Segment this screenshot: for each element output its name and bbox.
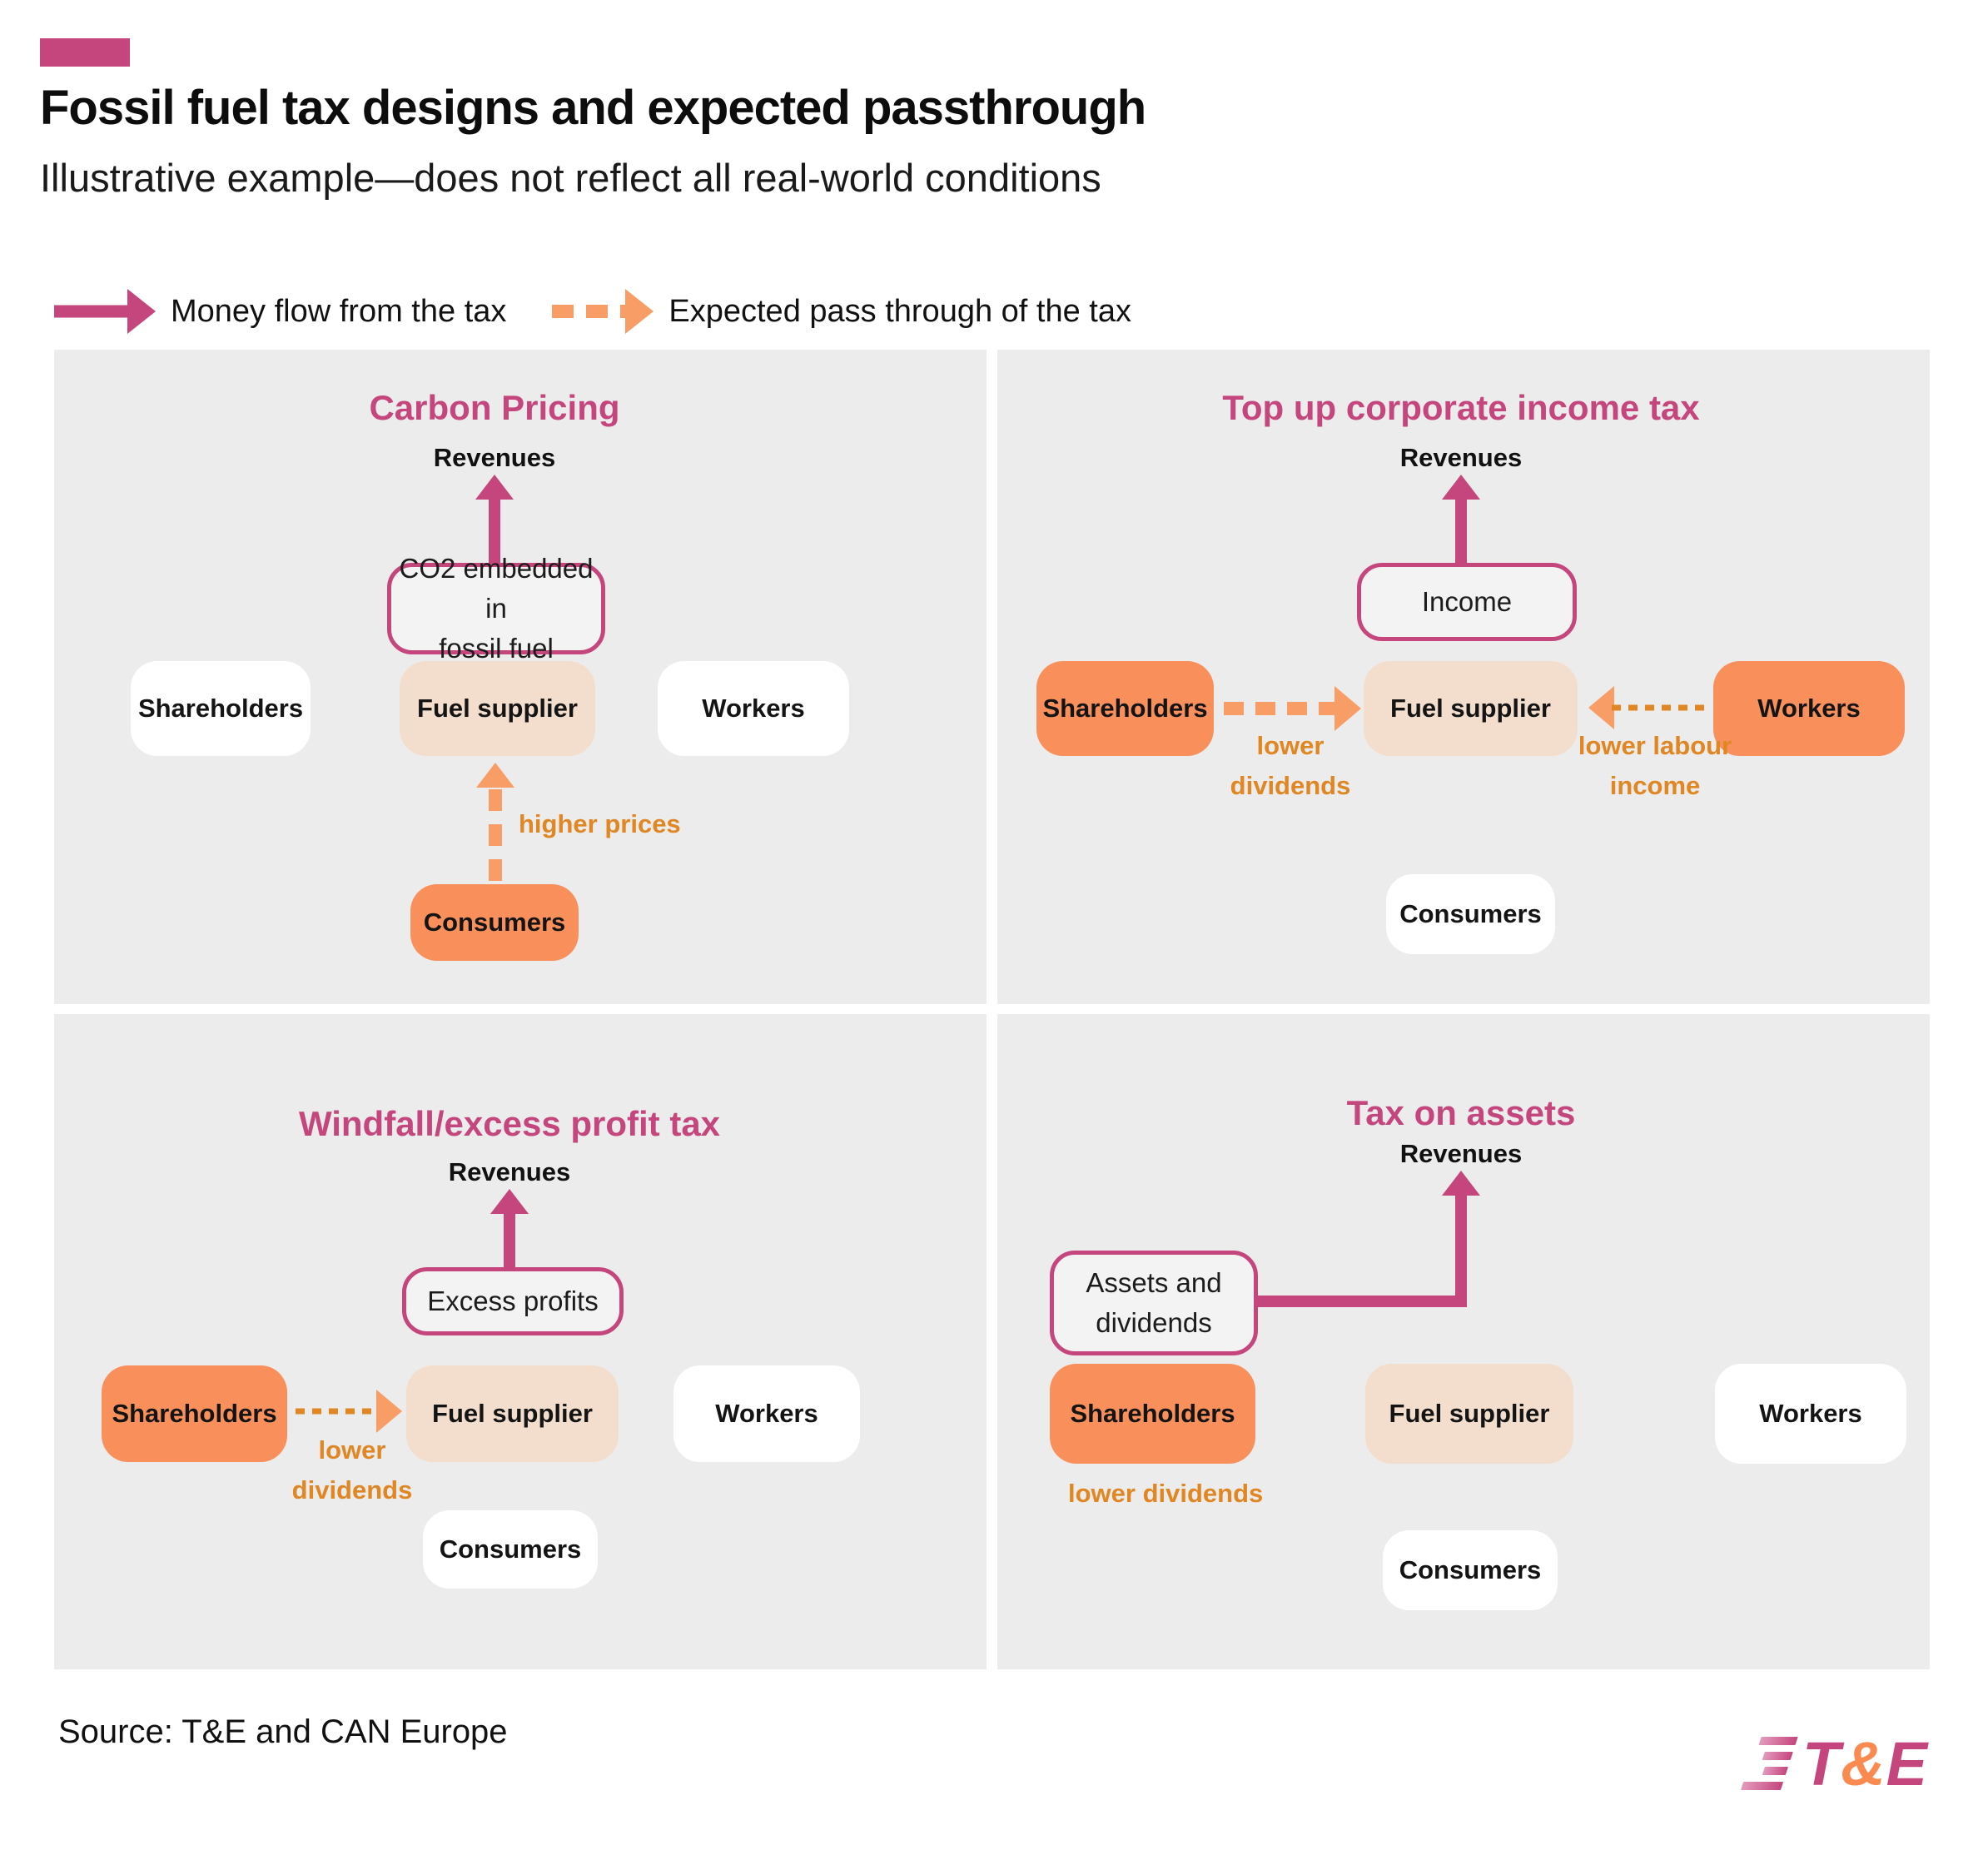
tax-base-box: Assets and dividends — [1050, 1251, 1258, 1355]
te-logo-text: T&E — [1802, 1728, 1928, 1799]
panel-windfall-tax: Windfall/excess profit tax Revenues Exce… — [54, 1014, 987, 1669]
legend-item-pass-through: Expected pass through of the tax — [552, 288, 1131, 335]
tax-base-box: Excess profits — [402, 1267, 624, 1335]
consumers-box: Consumers — [1386, 874, 1555, 954]
shareholders-note: lower dividends — [1068, 1479, 1264, 1508]
workers-box: Workers — [1713, 661, 1905, 756]
workers-box: Workers — [1715, 1364, 1906, 1464]
page-title: Fossil fuel tax designs and expected pas… — [40, 81, 1146, 135]
legend-item-money-flow: Money flow from the tax — [54, 288, 506, 335]
panel-title-tax-on-assets: Tax on assets — [1346, 1093, 1576, 1132]
tax-flow-arrow-icon — [490, 1189, 529, 1269]
fuel-supplier-box: Fuel supplier — [400, 661, 595, 756]
workers-note: lower labour income — [1578, 726, 1732, 806]
panel-carbon-pricing: Carbon Pricing Revenues CO2 embedded in … — [54, 350, 987, 1004]
consumers-box: Consumers — [1383, 1530, 1558, 1610]
consumers-box: Consumers — [423, 1510, 598, 1589]
quadrant-grid: Carbon Pricing Revenues CO2 embedded in … — [54, 350, 1930, 1669]
tax-base-box: Income — [1357, 563, 1577, 641]
workers-box: Workers — [673, 1365, 860, 1462]
tax-base-line2: dividends — [1096, 1307, 1212, 1338]
shareholders-box: Shareholders — [102, 1365, 287, 1462]
tax-flow-arrowhead-icon — [1442, 1171, 1480, 1196]
money-flow-arrow-icon — [54, 288, 156, 335]
panel-title-windfall-tax: Windfall/excess profit tax — [298, 1104, 721, 1143]
panel-corporate-income-tax: Top up corporate income tax Revenues Inc… — [997, 350, 1930, 1004]
shareholders-note-line2: dividends — [291, 1475, 413, 1505]
workers-note-line2: income — [1609, 771, 1701, 801]
tax-base-line2: fossil fuel — [439, 632, 554, 664]
tax-base-box: CO2 embedded in fossil fuel — [387, 553, 605, 664]
logo-letter-t: T — [1802, 1729, 1841, 1798]
consumers-note: higher prices — [519, 809, 681, 838]
shareholders-box: Shareholders — [1036, 661, 1214, 756]
panel-tax-on-assets: Tax on assets Revenues Assets and divide… — [997, 1014, 1930, 1669]
tax-flow-arrow-icon — [475, 475, 514, 564]
logo-ampersand: & — [1841, 1729, 1886, 1798]
te-logo-stripes-icon — [1732, 1736, 1798, 1792]
tax-base-label: Excess profits — [427, 1286, 599, 1317]
tax-flow-arrow-icon — [1442, 475, 1480, 564]
pass-through-arrow-icon — [552, 288, 654, 335]
panel-title-carbon-pricing: Carbon Pricing — [369, 388, 620, 427]
te-logo: T&E — [1740, 1728, 1928, 1799]
page-subtitle: Illustrative example—does not reflect al… — [40, 156, 1101, 200]
tax-base-line1: Assets and — [1086, 1267, 1222, 1299]
shareholders-note: lower dividends — [292, 1430, 413, 1510]
workers-box: Workers — [658, 661, 849, 756]
legend-pass-through-label: Expected pass through of the tax — [668, 293, 1131, 329]
panel-title-corporate-income-tax: Top up corporate income tax — [1222, 388, 1700, 427]
legend: Money flow from the tax Expected pass th… — [54, 288, 1131, 335]
revenues-label: Revenues — [433, 443, 556, 472]
shareholders-box: Shareholders — [1050, 1364, 1255, 1464]
revenues-label: Revenues — [1399, 1139, 1523, 1168]
brand-badge — [40, 38, 130, 67]
shareholders-box: Shareholders — [131, 661, 311, 756]
consumers-passthrough-arrow-icon — [476, 763, 514, 884]
fuel-supplier-box: Fuel supplier — [406, 1365, 619, 1462]
tax-base-line1: CO2 embedded in — [399, 553, 594, 624]
revenues-label: Revenues — [448, 1157, 571, 1186]
shareholders-note: lower dividends — [1230, 726, 1351, 806]
shareholders-note-line1: lower — [1256, 731, 1325, 760]
shareholders-note-line1: lower — [318, 1435, 386, 1465]
shareholders-passthrough-arrow-icon — [296, 1390, 402, 1433]
shareholders-note-line2: dividends — [1230, 771, 1351, 801]
source-note: Source: T&E and CAN Europe — [58, 1713, 508, 1750]
legend-money-flow-label: Money flow from the tax — [171, 293, 507, 329]
tax-flow-arrow-horizontal — [1258, 1296, 1467, 1307]
tax-flow-arrow-vertical — [1455, 1194, 1467, 1307]
workers-note-line1: lower labour — [1578, 731, 1732, 760]
workers-passthrough-arrow-icon — [1588, 686, 1707, 729]
fuel-supplier-box: Fuel supplier — [1365, 1364, 1573, 1464]
revenues-label: Revenues — [1399, 443, 1523, 472]
logo-letter-e: E — [1886, 1729, 1928, 1798]
consumers-box: Consumers — [410, 884, 579, 961]
shareholders-passthrough-arrow-icon — [1224, 686, 1361, 731]
tax-base-label: Income — [1421, 586, 1513, 618]
fuel-supplier-box: Fuel supplier — [1364, 661, 1578, 756]
